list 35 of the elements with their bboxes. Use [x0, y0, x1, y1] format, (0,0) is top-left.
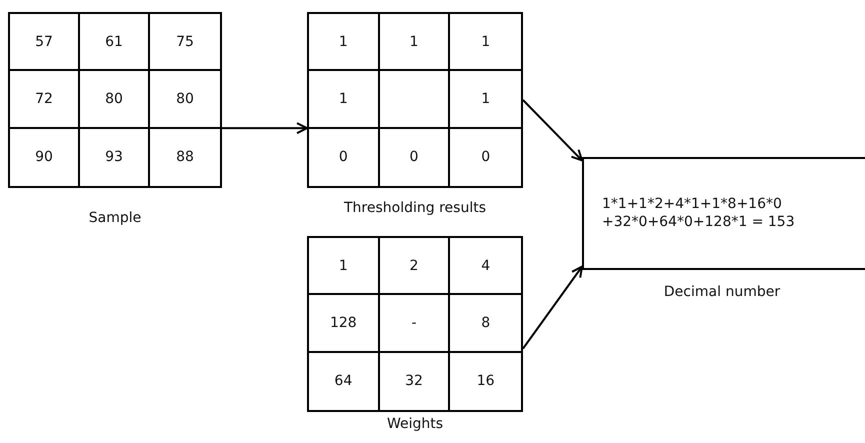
grid-cell: 93 — [80, 128, 150, 186]
grid-caption: Decimal number — [664, 284, 780, 300]
grid-cell: 0 — [380, 128, 450, 186]
grid-cell: 0 — [450, 128, 521, 186]
grid-cell: 75 — [150, 14, 220, 72]
grid-cell: 4 — [450, 238, 521, 296]
grid-cell: 1 — [309, 14, 380, 72]
grid-cell: - — [380, 295, 450, 353]
empty-grid-cell — [380, 71, 450, 129]
grid-cell: 57 — [10, 14, 80, 72]
grid-cell: 1 — [309, 71, 380, 129]
grid-cell: 80 — [150, 71, 220, 129]
grid-caption: Thresholding results — [344, 200, 486, 216]
grid-cell: 88 — [150, 128, 220, 186]
grid-cell: 61 — [80, 14, 150, 72]
arrow — [522, 266, 583, 350]
grid-cell: 1 — [380, 14, 450, 72]
grid-cell: 128 — [309, 295, 380, 353]
arrow — [522, 99, 583, 162]
grid-caption: Sample — [88, 210, 142, 226]
grid-cell: 72 — [10, 71, 80, 129]
grid-cell: 1 — [309, 238, 380, 296]
grid-cell: 0 — [309, 128, 380, 186]
grid-cell: 80 — [80, 71, 150, 129]
grid-cell: 16 — [450, 352, 521, 410]
grid-cell: 64 — [309, 352, 380, 410]
grid-cell: 1 — [450, 14, 521, 72]
arrow — [222, 122, 308, 134]
grid-cell: 2 — [380, 238, 450, 296]
grid-cell: 32 — [380, 352, 450, 410]
grid-caption: Weights — [386, 416, 444, 432]
grid-cell: 90 — [10, 128, 80, 186]
grid-cell: 1 — [450, 71, 521, 129]
grid-cell: 8 — [450, 295, 521, 353]
formula-text: 1*1+1*2+4*1+1*8+16*0 +32*0+64*0+128*1 = 153 — [602, 195, 796, 231]
